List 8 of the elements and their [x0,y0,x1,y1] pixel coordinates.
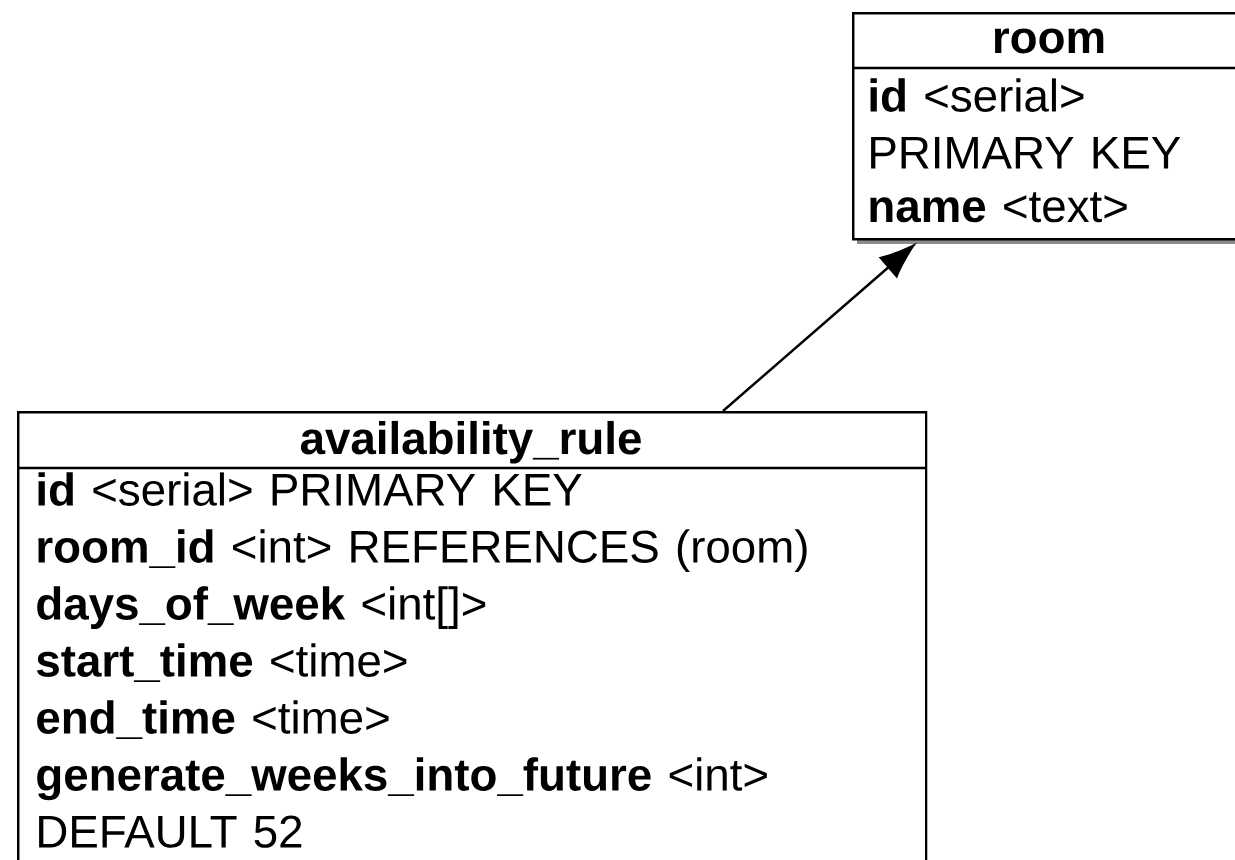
table-header: availability_rule [300,420,641,464]
field-row: room_id <int> REFERENCES (room) [38,529,807,572]
field-row: end_time <time> [37,700,389,740]
field-row: days_of_week <int[]> [37,586,486,629]
field-row: id <serial> PRIMARY KEY [38,472,582,506]
field-row: generate_weeks_into_future <int> DEFAULT 52 [37,757,767,848]
field-row: start_time <time> [36,643,407,683]
arrow [722,244,915,412]
